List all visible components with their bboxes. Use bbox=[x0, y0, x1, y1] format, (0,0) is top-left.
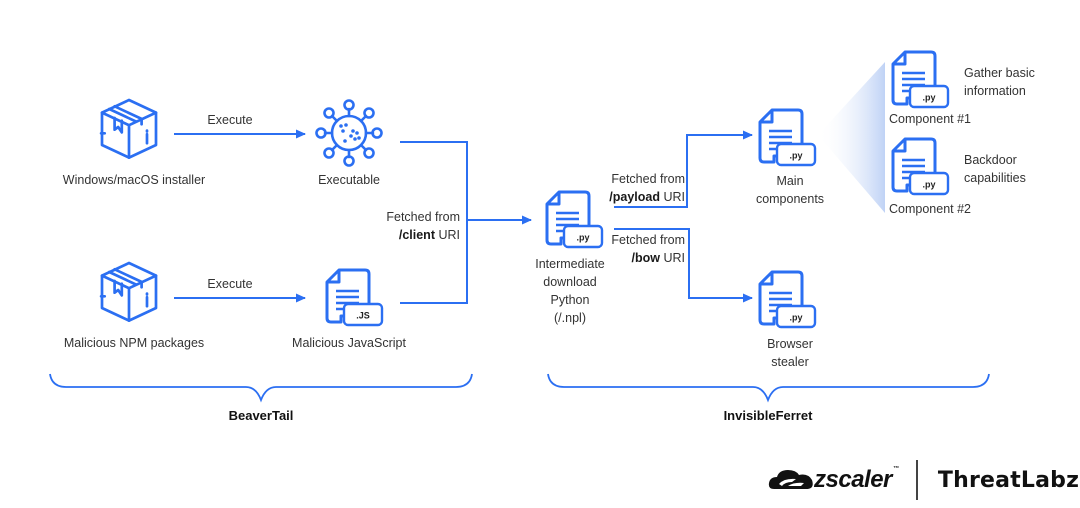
description-line: capabilities bbox=[964, 171, 1026, 185]
edge-label-execute-bottom: Execute bbox=[207, 277, 253, 291]
node-label-browser-stealer: Browser stealer bbox=[767, 335, 813, 371]
label-line: download bbox=[543, 275, 597, 289]
file-icon-browser-stealer: .py bbox=[758, 270, 817, 329]
company-name: zscaler bbox=[814, 466, 892, 493]
node-label-executable: Executable bbox=[318, 173, 380, 187]
expansion-fan bbox=[818, 62, 885, 213]
zscaler-wordmark: zscaler™ bbox=[814, 466, 899, 494]
file-icon-intermediate: .py bbox=[545, 190, 604, 249]
branding-logo: zscaler™ ThreatLabz bbox=[768, 458, 1079, 502]
file-badge-py: .py bbox=[789, 151, 802, 161]
edge-client-bracket bbox=[400, 141, 468, 304]
edge-label-prefix: Fetched from bbox=[611, 172, 685, 186]
edge-label-prefix: Fetched from bbox=[386, 210, 460, 224]
file-icon-component-1: .py bbox=[891, 50, 950, 109]
logo-divider bbox=[916, 460, 918, 500]
component-2-description: Backdoor capabilities bbox=[964, 151, 1026, 187]
file-badge-py: .py bbox=[789, 313, 802, 323]
uri-path: /bow bbox=[631, 251, 660, 265]
uri-path: /payload bbox=[609, 190, 660, 204]
node-label-installer: Windows/macOS installer bbox=[62, 173, 206, 187]
uri-suffix: URI bbox=[663, 251, 685, 265]
group-label-beavertail: BeaverTail bbox=[228, 408, 294, 423]
file-badge-py: .py bbox=[922, 93, 935, 103]
node-label-malicious-js: Malicious JavaScript bbox=[292, 336, 406, 350]
file-badge-py: .py bbox=[922, 180, 935, 190]
edge-label-execute-top: Execute bbox=[207, 113, 253, 127]
node-label-component-2: Component #2 bbox=[888, 202, 972, 216]
node-label-main-components: Main components bbox=[756, 172, 824, 208]
brace-invisibleferret bbox=[547, 373, 990, 403]
file-badge-js: .JS bbox=[356, 311, 370, 321]
description-line: Backdoor bbox=[964, 153, 1017, 167]
file-icon-main-components: .py bbox=[758, 108, 817, 167]
file-badge-py: .py bbox=[576, 233, 589, 243]
uri-path: /client bbox=[398, 228, 435, 242]
package-box-icon bbox=[99, 261, 158, 322]
label-line: stealer bbox=[771, 355, 809, 369]
file-icon-js: .JS bbox=[325, 268, 384, 327]
group-label-invisibleferret: InvisibleFerret bbox=[723, 408, 813, 423]
label-line: Browser bbox=[767, 337, 813, 351]
edge-label-prefix: Fetched from bbox=[611, 233, 685, 247]
edge-label-client: Fetched from /client URI bbox=[386, 208, 460, 244]
node-label-npm: Malicious NPM packages bbox=[63, 336, 205, 350]
uri-suffix: URI bbox=[663, 190, 685, 204]
trademark-symbol: ™ bbox=[892, 466, 899, 472]
virus-icon bbox=[315, 99, 383, 167]
file-icon-component-2: .py bbox=[891, 137, 950, 196]
component-1-description: Gather basic information bbox=[964, 64, 1035, 100]
label-line: Main bbox=[776, 174, 804, 188]
description-line: Gather basic bbox=[964, 66, 1035, 80]
edge-label-bow: Fetched from /bow URI bbox=[611, 231, 685, 267]
package-box-icon bbox=[99, 98, 158, 159]
label-line: (/.npl) bbox=[554, 311, 586, 325]
zscaler-cloud-icon bbox=[768, 470, 813, 489]
description-line: information bbox=[964, 84, 1026, 98]
brace-beavertail bbox=[49, 373, 473, 403]
node-label-component-1: Component #1 bbox=[888, 112, 972, 126]
uri-suffix: URI bbox=[438, 228, 460, 242]
label-line: Python bbox=[550, 293, 590, 307]
node-label-intermediate: Intermediate download Python (/.npl) bbox=[535, 255, 604, 327]
threatlabz-wordmark: ThreatLabz bbox=[937, 467, 1080, 493]
edge-bow bbox=[614, 228, 753, 303]
label-line: components bbox=[755, 192, 825, 206]
edge-payload bbox=[614, 130, 753, 208]
edge-label-payload: Fetched from /payload URI bbox=[609, 170, 685, 206]
label-line: Intermediate bbox=[535, 257, 605, 271]
